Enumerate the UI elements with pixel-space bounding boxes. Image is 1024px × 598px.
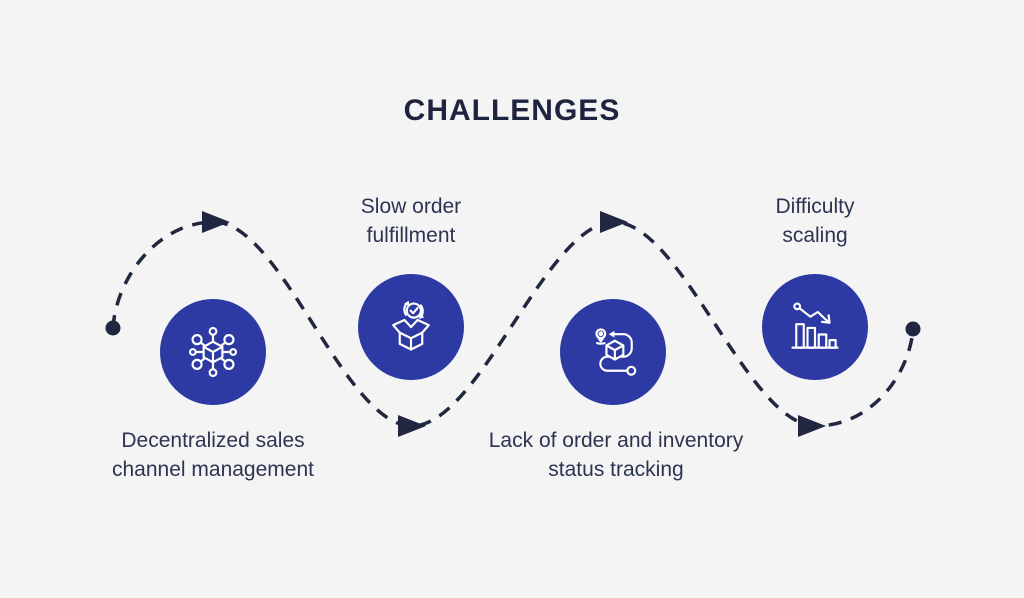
declining-bar-chart-icon	[791, 302, 839, 349]
challenge-step-circle	[762, 274, 868, 380]
challenge-step-circle	[358, 274, 464, 380]
challenge-label: Lack of order and inventory status track…	[488, 429, 744, 481]
arrow-icon	[202, 211, 230, 233]
arrow-icon	[398, 415, 426, 437]
end-dot	[905, 321, 921, 337]
arrow-icon	[798, 415, 826, 437]
challenge-label: Slow order fulfillment	[360, 195, 462, 247]
start-dot	[105, 320, 121, 336]
network-cube-icon	[188, 326, 238, 378]
page-title: CHALLENGES	[403, 94, 621, 127]
box-fulfillment-icon	[392, 300, 430, 351]
route-package-tracking-icon	[595, 328, 637, 376]
arrow-icon	[600, 211, 628, 233]
challenge-step-circle	[160, 299, 266, 405]
challenge-step-circle	[560, 299, 666, 405]
challenge-label: Decentralized sales channel management	[112, 429, 314, 481]
challenge-label: Difficulty scaling	[775, 195, 855, 247]
